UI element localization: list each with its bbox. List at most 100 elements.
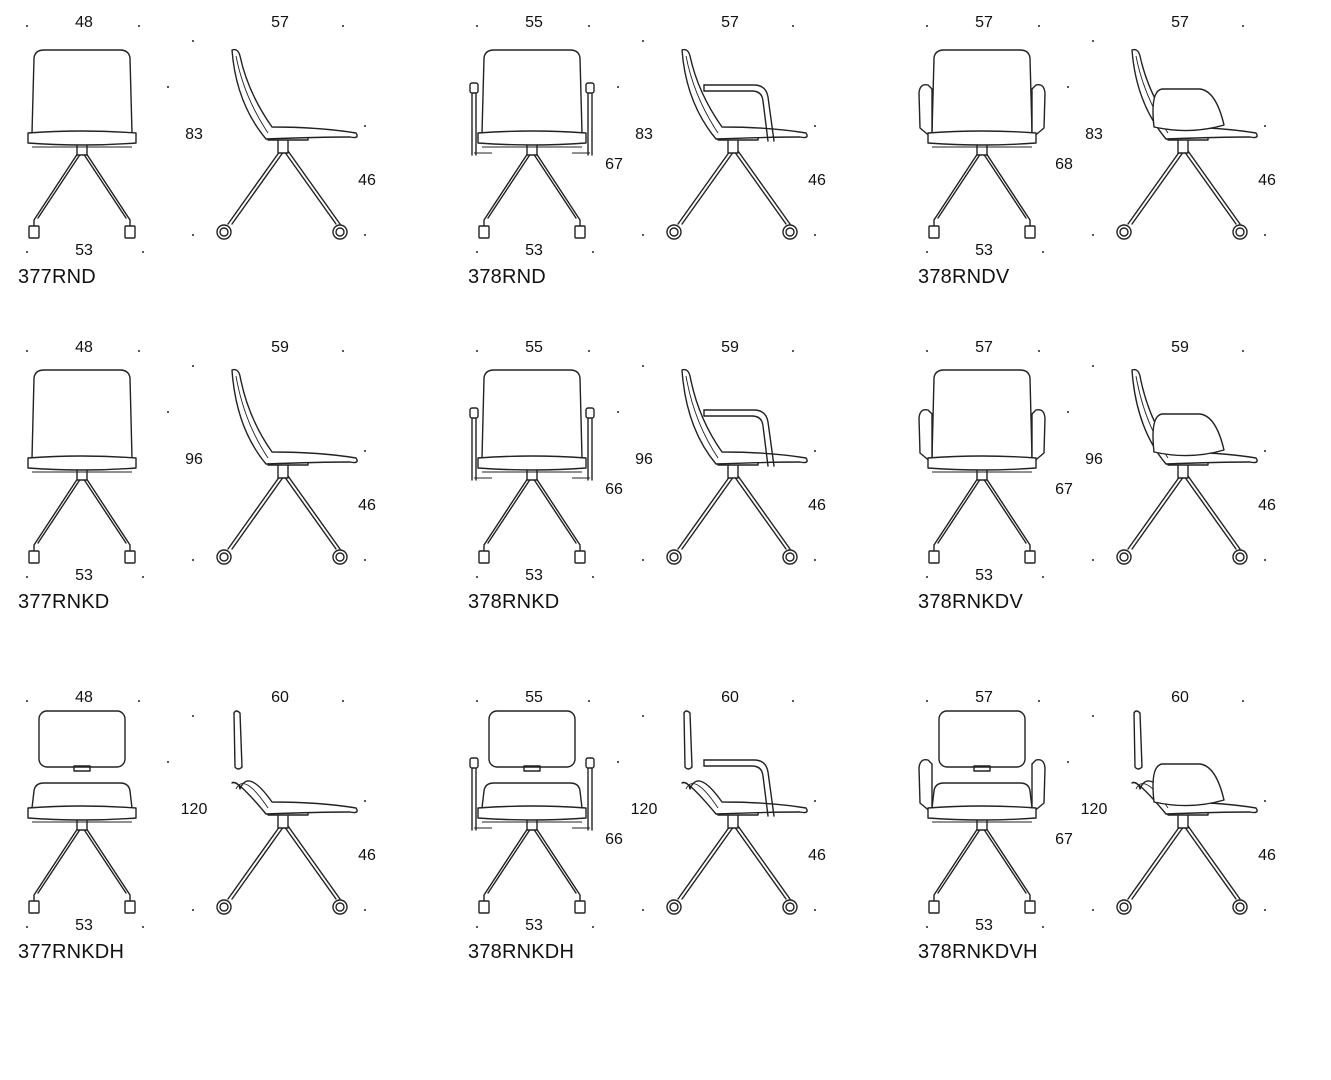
height-label: 96 xyxy=(635,451,653,468)
dimension-tick xyxy=(592,251,594,253)
dimension-tick xyxy=(192,40,194,42)
side-view xyxy=(216,48,358,240)
side-depth-label: 57 xyxy=(1171,14,1189,31)
dimension-tick xyxy=(814,559,816,561)
side-view xyxy=(1116,368,1258,565)
dimension-tick xyxy=(142,576,144,578)
dimension-tick xyxy=(192,234,194,236)
dimension-tick xyxy=(926,25,928,27)
chair-drawings xyxy=(27,48,358,240)
dimension-tick xyxy=(476,926,478,928)
front-width-label: 55 xyxy=(525,14,543,31)
side-view xyxy=(1116,48,1258,240)
dimension-tick xyxy=(26,700,28,702)
dimension-tick xyxy=(814,909,816,911)
dimension-tick xyxy=(792,350,794,352)
front-width-label: 48 xyxy=(75,14,93,31)
front-width-label: 48 xyxy=(75,339,93,356)
front-width-label: 55 xyxy=(525,689,543,706)
dimension-tick xyxy=(1042,251,1044,253)
dimension-tick xyxy=(476,700,478,702)
dimension-tick xyxy=(1092,365,1094,367)
dimension-tick xyxy=(342,25,344,27)
dimension-tick xyxy=(167,761,169,763)
dimension-tick xyxy=(167,86,169,88)
dimension-tick xyxy=(1092,715,1094,717)
model-code: 378RNKDVH xyxy=(918,941,1038,963)
seat-height-label: 46 xyxy=(808,172,826,189)
base-width-label: 53 xyxy=(525,242,543,259)
seat-height-label: 46 xyxy=(358,847,376,864)
dimension-tick xyxy=(138,350,140,352)
height-label: 120 xyxy=(630,801,658,818)
dimension-tick xyxy=(1042,576,1044,578)
dimension-tick xyxy=(26,25,28,27)
model-code: 378RNKD xyxy=(468,591,560,613)
base-width-label: 53 xyxy=(975,567,993,584)
dimension-tick xyxy=(592,576,594,578)
base-width-label: 53 xyxy=(75,242,93,259)
chair-drawings xyxy=(27,710,358,915)
dimension-tick xyxy=(814,800,816,802)
height-label: 96 xyxy=(1085,451,1103,468)
dimension-tick xyxy=(167,411,169,413)
arm-height-label: 67 xyxy=(1055,481,1073,498)
height-label: 120 xyxy=(1080,801,1108,818)
chair-drawings xyxy=(918,48,1258,240)
dimension-tick xyxy=(642,909,644,911)
side-depth-label: 57 xyxy=(721,14,739,31)
base-width-label: 53 xyxy=(75,567,93,584)
side-depth-label: 59 xyxy=(721,339,739,356)
dimension-tick xyxy=(642,234,644,236)
seat-height-label: 46 xyxy=(1258,172,1276,189)
dimension-tick xyxy=(1242,700,1244,702)
arm-height-label: 67 xyxy=(1055,831,1073,848)
dimension-tick xyxy=(926,350,928,352)
seat-height-label: 46 xyxy=(358,172,376,189)
dimension-tick xyxy=(592,926,594,928)
dimension-tick xyxy=(364,559,366,561)
front-width-label: 57 xyxy=(975,689,993,706)
side-view xyxy=(216,710,358,915)
side-depth-label: 60 xyxy=(721,689,739,706)
dimension-tick xyxy=(642,559,644,561)
dimension-tick xyxy=(364,450,366,452)
dimension-tick xyxy=(142,251,144,253)
dimension-tick xyxy=(1264,909,1266,911)
dimension-tick xyxy=(642,40,644,42)
height-label: 83 xyxy=(185,126,203,143)
side-view xyxy=(666,48,808,240)
dimension-tick xyxy=(364,125,366,127)
arm-height-label: 66 xyxy=(605,831,623,848)
dimension-tick xyxy=(364,909,366,911)
seat-height-label: 46 xyxy=(808,497,826,514)
model-code: 378RNKDV xyxy=(918,591,1023,613)
dimension-tick xyxy=(926,251,928,253)
height-label: 83 xyxy=(1085,126,1103,143)
dimension-tick xyxy=(1067,86,1069,88)
side-depth-label: 60 xyxy=(271,689,289,706)
dimension-tick xyxy=(364,234,366,236)
front-view xyxy=(918,369,1046,564)
dimension-tick xyxy=(192,715,194,717)
dimension-tick xyxy=(1264,234,1266,236)
front-view xyxy=(27,49,137,239)
dimension-tick xyxy=(476,251,478,253)
height-label: 120 xyxy=(180,801,208,818)
side-view xyxy=(666,368,808,565)
dimension-tick xyxy=(1067,411,1069,413)
dimension-tick xyxy=(1242,25,1244,27)
dimension-tick xyxy=(342,700,344,702)
dimension-tick xyxy=(926,576,928,578)
base-width-label: 53 xyxy=(525,917,543,934)
front-view xyxy=(27,369,137,564)
dimension-tick xyxy=(814,450,816,452)
side-view xyxy=(216,368,358,565)
dimension-tick xyxy=(792,700,794,702)
front-view xyxy=(918,710,1046,914)
